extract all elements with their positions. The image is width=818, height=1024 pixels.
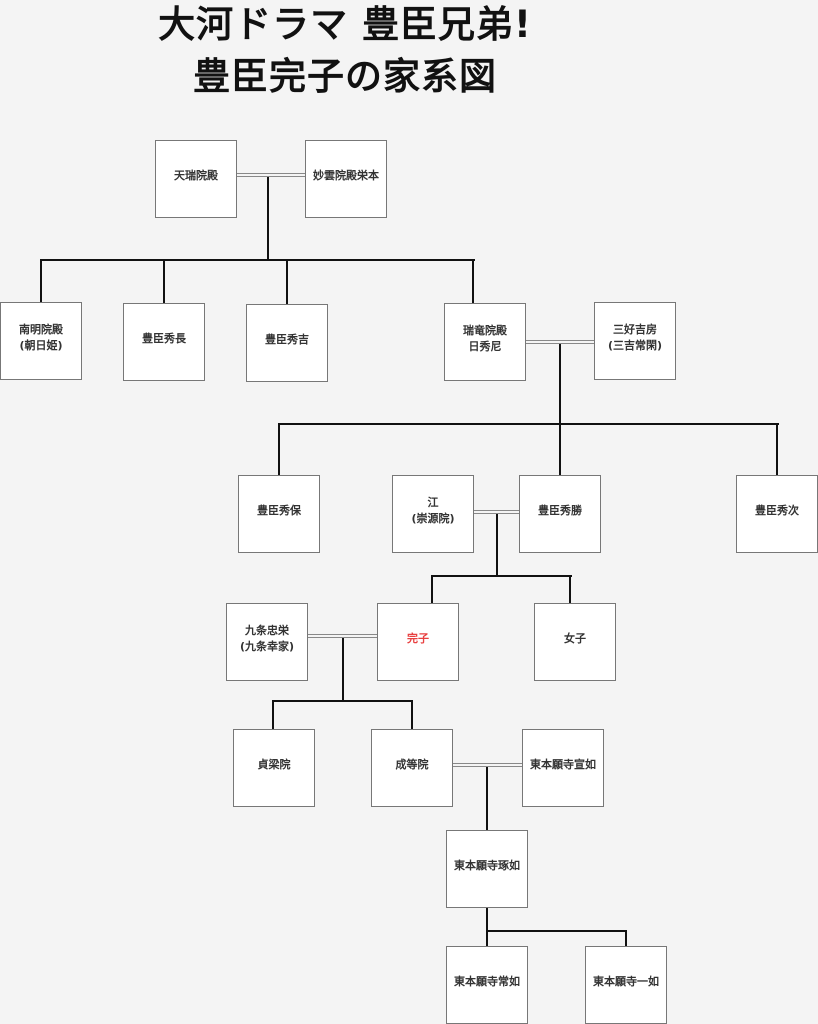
title-line-2: 豊臣完子の家系図 <box>193 55 497 98</box>
person-name: 豊臣秀吉 <box>265 333 309 346</box>
person-name: 豊臣秀次 <box>755 504 799 517</box>
marriage-line <box>474 510 519 514</box>
person-name: 南明院殿 <box>19 323 63 336</box>
descent-line <box>286 259 288 304</box>
person-myounin[interactable]: 妙雲院殿栄本 <box>305 140 387 218</box>
person-yoshifusa[interactable]: 三好吉房 (三吉常閑) <box>594 302 676 380</box>
descent-line <box>163 259 165 303</box>
person-alias: 日秀尼 <box>468 340 502 353</box>
descent-line <box>625 930 627 946</box>
descent-line <box>486 767 488 830</box>
person-name: 貞梁院 <box>257 758 291 771</box>
person-name: 完子 <box>407 632 429 645</box>
person-alias: (三吉常閑) <box>607 339 663 352</box>
person-tadasakae[interactable]: 九条忠栄 (九条幸家) <box>226 603 308 681</box>
person-sadako-highlighted[interactable]: 完子 <box>377 603 459 681</box>
person-name: 東本願寺宣如 <box>530 758 596 771</box>
descent-line <box>559 423 561 475</box>
person-nanmeiin[interactable]: 南明院殿 (朝日姫) <box>0 302 82 380</box>
person-name: 豊臣秀長 <box>142 332 186 345</box>
descent-line <box>559 344 561 425</box>
marriage-line <box>526 340 594 344</box>
person-name: 江 <box>427 496 439 509</box>
person-name: 豊臣秀保 <box>257 504 301 517</box>
descent-line <box>496 514 498 577</box>
person-sennyo[interactable]: 東本願寺宣如 <box>522 729 604 807</box>
person-zuiryuin[interactable]: 瑞竜院殿日秀尼 <box>444 303 526 381</box>
descent-line <box>472 259 474 303</box>
person-joshi[interactable]: 女子 <box>534 603 616 681</box>
marriage-line <box>308 634 377 638</box>
descent-line <box>431 575 433 603</box>
descent-line <box>776 423 778 475</box>
person-gou[interactable]: 江 (崇源院) <box>392 475 474 553</box>
person-alias: (朝日姫) <box>19 339 63 352</box>
person-teiryoin[interactable]: 貞梁院 <box>233 729 315 807</box>
descent-line <box>569 575 571 603</box>
person-hideyasu[interactable]: 豊臣秀保 <box>238 475 320 553</box>
sibling-line <box>431 575 572 577</box>
descent-line <box>272 700 274 729</box>
person-name: 豊臣秀勝 <box>538 504 582 517</box>
descent-line <box>342 638 344 702</box>
sibling-line <box>272 700 413 702</box>
title-line-1: 大河ドラマ 豊臣兄弟! <box>158 3 532 46</box>
person-name: 九条忠栄 <box>245 624 289 637</box>
person-alias: (崇源院) <box>411 512 455 525</box>
person-ichinyo[interactable]: 東本願寺一如 <box>585 946 667 1024</box>
person-alias: (九条幸家) <box>239 640 295 653</box>
person-seitouin[interactable]: 成等院 <box>371 729 453 807</box>
descent-line <box>411 700 413 729</box>
person-name: 成等院 <box>395 758 429 771</box>
descent-line <box>267 177 269 261</box>
marriage-line <box>453 763 522 767</box>
person-name: 女子 <box>564 632 586 645</box>
sibling-line <box>278 423 779 425</box>
person-name: 妙雲院殿栄本 <box>313 169 379 182</box>
person-name: 東本願寺常如 <box>454 975 520 988</box>
person-hidetsugu[interactable]: 豊臣秀次 <box>736 475 818 553</box>
sibling-line <box>40 259 475 261</box>
person-name: 瑞竜院殿 <box>463 324 507 337</box>
person-hidenaga[interactable]: 豊臣秀長 <box>123 303 205 381</box>
sibling-line <box>486 930 627 932</box>
person-takunyo[interactable]: 東本願寺琢如 <box>446 830 528 908</box>
descent-line <box>278 423 280 475</box>
person-tenzuiin[interactable]: 天瑞院殿 <box>155 140 237 218</box>
person-name: 三好吉房 <box>613 323 657 336</box>
person-jonyo[interactable]: 東本願寺常如 <box>446 946 528 1024</box>
person-name: 東本願寺琢如 <box>454 859 520 872</box>
person-hidekatsu[interactable]: 豊臣秀勝 <box>519 475 601 553</box>
person-name: 東本願寺一如 <box>593 975 659 988</box>
marriage-line <box>237 173 305 177</box>
person-name: 天瑞院殿 <box>174 169 218 182</box>
person-hideyoshi[interactable]: 豊臣秀吉 <box>246 304 328 382</box>
descent-line <box>40 259 42 302</box>
descent-line <box>486 908 488 946</box>
